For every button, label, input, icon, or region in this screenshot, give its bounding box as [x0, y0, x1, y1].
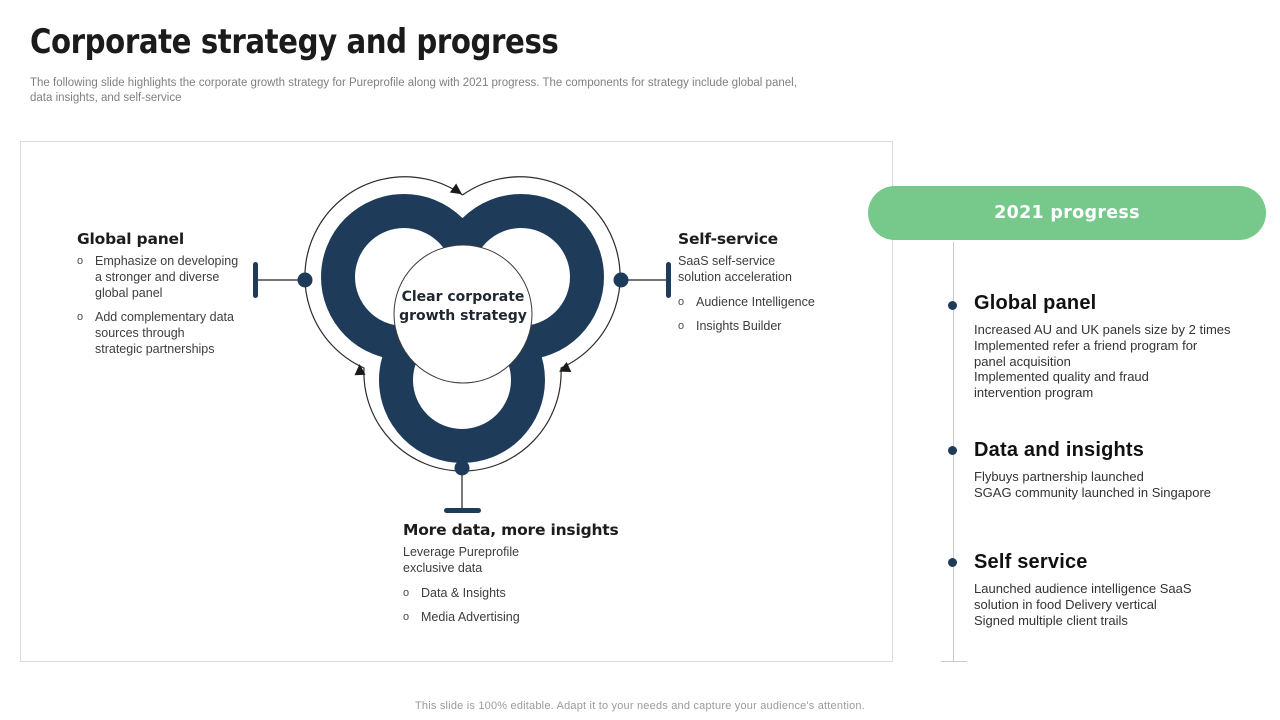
- progress-line: Signed multiple client trails: [974, 612, 1128, 628]
- desc-line: SaaS self-service: [678, 254, 776, 268]
- flow-arrow-top-icon: [449, 183, 463, 195]
- progress-section-title: Data and insights: [974, 439, 1145, 461]
- progress-header-pill: 2021 progress: [868, 186, 1266, 240]
- bullet-line: Insights Builder: [696, 319, 782, 333]
- connector-bar-left: [253, 262, 258, 298]
- flow-arrow-right-icon: [559, 362, 572, 372]
- progress-section-title: Self service: [974, 551, 1088, 573]
- node-more-data: More data, more insights Leverage Purepr…: [403, 521, 633, 633]
- list-item: o Data & Insights: [403, 585, 633, 601]
- bullet-line: Data & Insights: [421, 586, 506, 600]
- timeline-dot-self-service: [948, 558, 957, 567]
- progress-line: intervention program: [974, 385, 1094, 401]
- footer-note: This slide is 100% editable. Adapt it to…: [415, 700, 865, 712]
- connector-bar-bottom: [444, 508, 481, 513]
- progress-line: Implemented refer a friend program for: [974, 337, 1198, 353]
- bullet-o-icon: o: [678, 320, 685, 332]
- bullet-line: Emphasize on developing: [95, 254, 239, 268]
- list-item: o Media Advertising: [403, 609, 633, 625]
- bullet-line: strategic partnerships: [95, 342, 215, 356]
- progress-line: solution in food Delivery vertical: [974, 596, 1157, 612]
- hub-label-line2: growth strategy: [399, 308, 527, 324]
- connector-dot-bottom: [454, 460, 470, 476]
- bullet-o-icon: o: [77, 255, 84, 267]
- bullet-line: sources through: [95, 326, 185, 340]
- progress-line: SGAG community launched in Singapore: [974, 484, 1212, 500]
- desc-line: Leverage Pureprofile: [403, 545, 520, 559]
- bullet-line: Add complementary data: [95, 310, 234, 324]
- progress-line: Implemented quality and fraud: [974, 369, 1149, 385]
- progress-section-self-service: Self service Launched audience intellige…: [974, 551, 1246, 628]
- progress-section-title: Global panel: [974, 292, 1097, 314]
- bullet-o-icon: o: [77, 311, 84, 323]
- bullet-o-icon: o: [403, 611, 410, 623]
- node-self-service-desc: SaaS self-service solution acceleration: [678, 253, 848, 285]
- progress-header-label: 2021 progress: [994, 203, 1140, 223]
- desc-line: exclusive data: [403, 561, 483, 575]
- list-item: o Insights Builder: [678, 318, 848, 334]
- connector-bar-right: [666, 262, 671, 298]
- progress-section-data-insights: Data and insights Flybuys partnership la…: [974, 439, 1246, 501]
- timeline-dot-global-panel: [948, 301, 957, 310]
- progress-section-global-panel: Global panel Increased AU and UK panels …: [974, 292, 1246, 401]
- page-subtitle: The following slide highlights the corpo…: [30, 77, 797, 104]
- hub-label-line1: Clear corporate: [401, 289, 525, 305]
- node-global-panel-title: Global panel: [77, 230, 184, 248]
- bullet-line: global panel: [95, 286, 163, 300]
- bullet-o-icon: o: [403, 587, 410, 599]
- timeline-end-tick: [941, 661, 967, 662]
- node-global-panel: Global panel o Emphasize on developing a…: [77, 230, 255, 365]
- hub-label: Clear corporate growth strategy: [392, 288, 534, 326]
- progress-line: Launched audience intelligence SaaS: [974, 581, 1192, 596]
- progress-line: Flybuys partnership launched: [974, 469, 1144, 484]
- bullet-line: a stronger and diverse: [95, 270, 220, 284]
- desc-line: solution acceleration: [678, 270, 792, 284]
- page-title: Corporate strategy and progress: [30, 22, 559, 62]
- bullet-line: Media Advertising: [421, 610, 520, 624]
- connector-dot-left: [297, 272, 313, 288]
- node-self-service: Self-service SaaS self-service solution …: [678, 230, 848, 342]
- bullet-o-icon: o: [678, 296, 685, 308]
- progress-line: Increased AU and UK panels size by 2 tim…: [974, 322, 1231, 337]
- connector-dot-right: [613, 272, 629, 288]
- list-item: o Add complementary data sources through…: [77, 309, 255, 357]
- node-self-service-title: Self-service: [678, 230, 778, 248]
- hub-circle: [393, 244, 533, 384]
- progress-line: panel acquisition: [974, 353, 1071, 369]
- list-item: o Emphasize on developing a stronger and…: [77, 253, 255, 301]
- flow-arrow-left-icon: [354, 364, 366, 376]
- bullet-line: Audience Intelligence: [696, 295, 815, 309]
- node-more-data-desc: Leverage Pureprofile exclusive data: [403, 544, 633, 576]
- node-more-data-title: More data, more insights: [403, 521, 619, 539]
- timeline-dot-data-insights: [948, 446, 957, 455]
- list-item: o Audience Intelligence: [678, 294, 848, 310]
